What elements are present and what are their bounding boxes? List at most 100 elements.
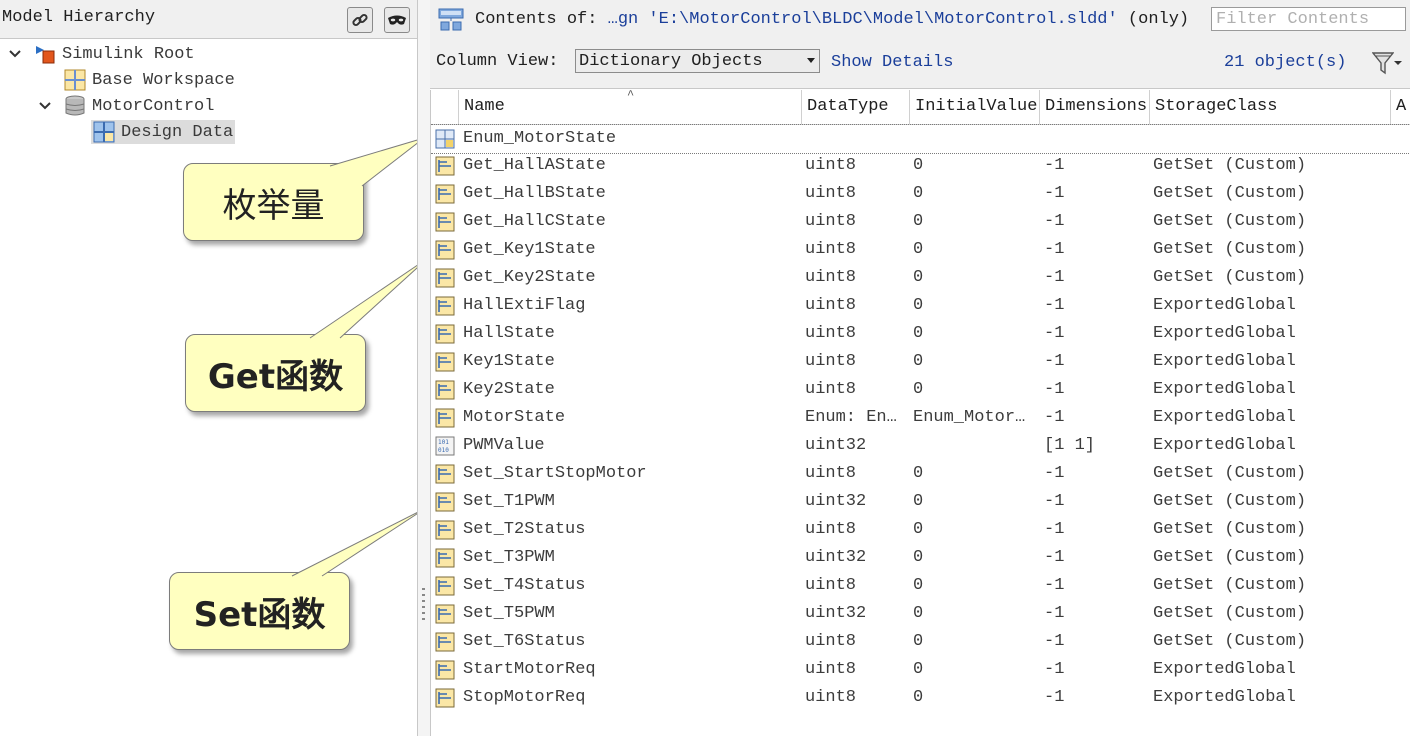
cell-name: PWMValue [463,436,545,455]
tree-item-base-workspace[interactable]: Base Workspace [64,68,235,92]
cell-dims: -1 [1044,324,1065,343]
cell-name: MotorState [463,408,566,427]
cell-initial: 0 [913,688,924,707]
cell-dims: -1 [1044,240,1065,259]
cell-initial: 0 [913,632,924,651]
cell-storage: GetSet (Custom) [1153,464,1307,483]
contents-scope: (only) [1127,10,1190,29]
filter-contents-input[interactable] [1211,7,1406,31]
header-truncated[interactable]: A [1391,90,1410,124]
signal-icon [435,604,455,624]
cell-initial: 0 [913,156,924,175]
callout-label: Get函数 [207,356,344,397]
cell-dims: -1 [1044,660,1065,679]
contents-path-link[interactable]: …gn 'E:\MotorControl\BLDC\Model\MotorCon… [607,10,1118,29]
cell-dims: [1 1] [1044,436,1096,455]
cell-storage: ExportedGlobal [1153,296,1296,315]
cell-name: Set_T2Status [463,520,586,539]
cell-storage: GetSet (Custom) [1153,520,1307,539]
callout-label: 枚举量 [222,185,325,226]
cell-dims: -1 [1044,156,1065,175]
header-label: A [1396,97,1407,116]
dropdown-arrow-icon [807,58,815,63]
splitter-grip[interactable] [422,588,425,620]
table-row[interactable]: Get_Key2State uint8 0 -1 GetSet (Custom) [431,264,1410,292]
signal-icon [435,492,455,512]
cell-initial: 0 [913,212,924,231]
cell-dims: -1 [1044,268,1065,287]
cell-initial: 0 [913,576,924,595]
cell-initial: 0 [913,268,924,287]
cell-storage: GetSet (Custom) [1153,576,1307,595]
link-button[interactable] [347,7,373,33]
cell-datatype: uint8 [805,240,857,259]
table-row[interactable]: Enum_MotorState [431,124,1410,154]
cell-initial: 0 [913,352,924,371]
show-details-link[interactable]: Show Details [831,53,954,72]
object-count[interactable]: 21 object(s) [1224,53,1347,72]
cell-dims: -1 [1044,184,1065,203]
mask-button[interactable] [384,7,410,33]
cell-datatype: uint8 [805,380,857,399]
cell-name: StopMotorReq [463,688,586,707]
cell-datatype: uint32 [805,604,867,623]
header-dimensions[interactable]: Dimensions [1040,90,1150,124]
cell-name: Get_HallAState [463,156,606,175]
header-storageclass[interactable]: StorageClass [1150,90,1391,124]
header-label: InitialValue [915,97,1038,116]
tree-item-simulink-root[interactable]: Simulink Root [6,42,195,66]
cell-datatype: uint32 [805,492,867,511]
cell-initial: 0 [913,380,924,399]
column-view-select[interactable]: Dictionary Objects [575,49,820,73]
cell-storage: ExportedGlobal [1153,352,1296,371]
tree-item-motorcontrol[interactable]: MotorControl [36,94,214,118]
signal-icon [435,408,455,428]
cell-datatype: uint8 [805,268,857,287]
signal-icon [435,632,455,652]
chevron-down-icon[interactable] [6,45,24,63]
cell-name: Get_Key2State [463,268,596,287]
cell-storage: ExportedGlobal [1153,380,1296,399]
header-initialvalue[interactable]: InitialValue [910,90,1040,124]
cell-dims: -1 [1044,548,1065,567]
cell-storage: GetSet (Custom) [1153,268,1307,287]
cell-storage: GetSet (Custom) [1153,156,1307,175]
cell-name: HallExtiFlag [463,296,586,315]
header-datatype[interactable]: DataType [802,90,910,124]
header-icon-column [431,90,459,124]
cell-initial: 0 [913,324,924,343]
header-label: StorageClass [1155,97,1278,116]
cell-datatype: uint8 [805,464,857,483]
cell-name: Get_Key1State [463,240,596,259]
svg-text:010: 010 [438,447,449,454]
chevron-down-icon[interactable] [36,97,54,115]
tree-item-design-data[interactable]: Design Data [91,120,236,144]
pane-splitter[interactable] [417,0,431,736]
callout-get: Get函数 [185,334,366,412]
filter-options-button[interactable] [1372,50,1402,76]
signal-icon [435,660,455,680]
contents-tree-icon [438,8,464,31]
cell-datatype: uint8 [805,660,857,679]
header-name[interactable]: Name [459,90,802,124]
tree-item-label: Design Data [121,122,234,142]
